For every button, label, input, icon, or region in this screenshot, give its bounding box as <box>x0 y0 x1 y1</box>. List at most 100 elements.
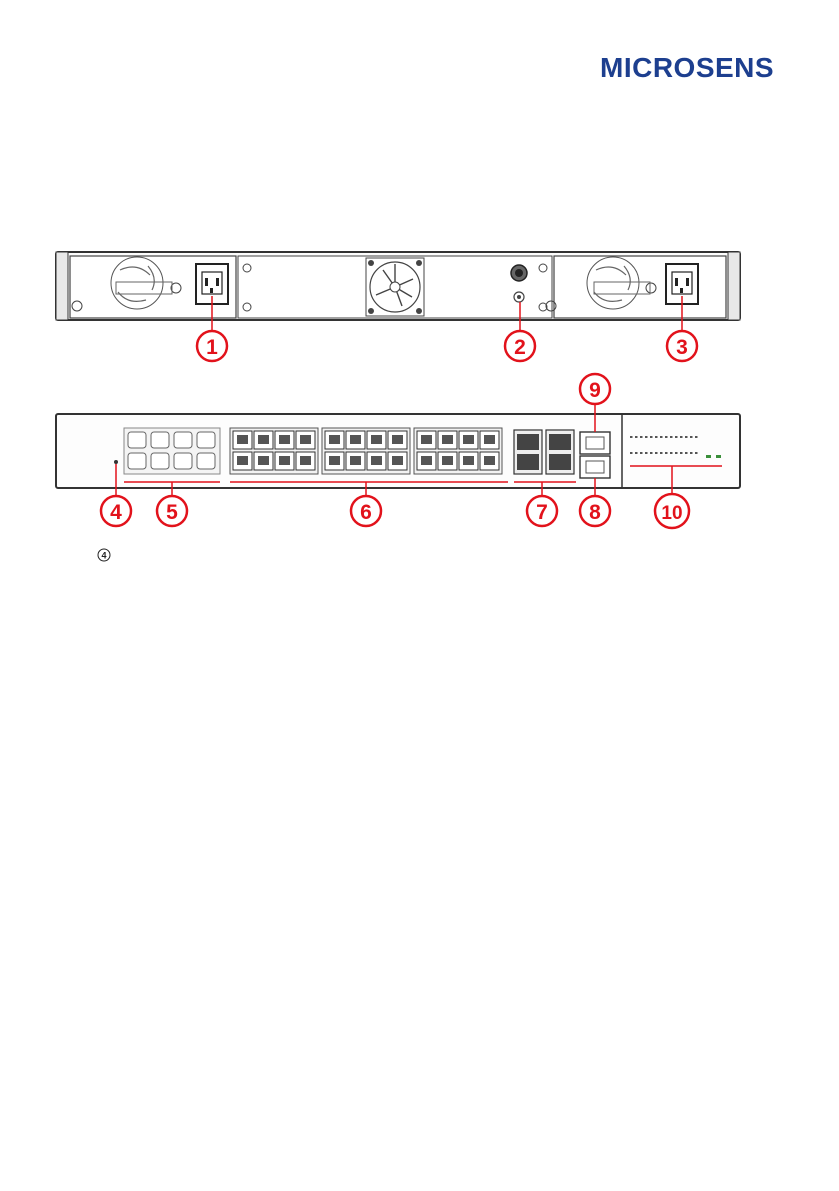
combo-port <box>151 432 169 448</box>
callout-2: 2 <box>505 331 535 361</box>
rj45-port-contacts <box>329 456 340 465</box>
callout-9: 9 <box>580 374 610 404</box>
management-port <box>580 432 610 454</box>
sfp-slot <box>549 434 571 450</box>
led-indicator <box>665 436 668 438</box>
rj45-port-contacts <box>442 456 453 465</box>
psu-module-left <box>70 256 236 318</box>
combo-port <box>151 453 169 469</box>
rj45-port-contacts <box>421 435 432 444</box>
svg-text:6: 6 <box>360 501 372 524</box>
ground-screw <box>514 292 524 302</box>
rj45-port-contacts <box>237 456 248 465</box>
rear-panel: 1 2 3 <box>56 252 740 361</box>
led-indicator <box>695 452 698 454</box>
rj45-port-contacts <box>237 435 248 444</box>
callout-1: 1 <box>197 331 227 361</box>
led-indicator <box>640 436 643 438</box>
led-indicator <box>660 436 663 438</box>
status-led <box>716 455 721 458</box>
svg-text:3: 3 <box>676 336 688 359</box>
front-panel: 9 4 5 6 7 8 10 <box>56 374 740 528</box>
console-port-front <box>580 456 610 478</box>
callout-8: 8 <box>580 496 610 526</box>
rj45-port-contacts <box>258 456 269 465</box>
svg-text:7: 7 <box>536 501 548 524</box>
svg-text:4: 4 <box>110 501 122 524</box>
rj45-port-contacts <box>421 456 432 465</box>
status-led <box>706 455 711 458</box>
psu-module-right <box>546 256 726 318</box>
led-indicator <box>670 436 673 438</box>
svg-text:10: 10 <box>661 503 682 524</box>
led-indicator <box>690 452 693 454</box>
led-indicator <box>650 452 653 454</box>
center-fan <box>238 256 552 318</box>
combo-port <box>128 432 146 448</box>
led-indicator <box>660 452 663 454</box>
callout-6: 6 <box>351 496 381 526</box>
rj45-port-contacts <box>371 456 382 465</box>
led-indicator <box>670 452 673 454</box>
svg-text:4: 4 <box>101 551 106 561</box>
led-indicator <box>695 436 698 438</box>
callout-10: 10 <box>655 494 689 528</box>
led-indicator <box>690 436 693 438</box>
sfp-slot <box>517 454 539 470</box>
led-indicator <box>680 436 683 438</box>
rj45-port-contacts <box>329 435 340 444</box>
led-indicator <box>665 452 668 454</box>
rj45-port-contacts <box>484 435 495 444</box>
led-indicator <box>635 452 638 454</box>
inline-callout-4: 4 <box>97 548 111 562</box>
led-indicator <box>645 452 648 454</box>
sfp-slot <box>517 434 539 450</box>
rj45-port-contacts <box>371 435 382 444</box>
led-indicator <box>640 452 643 454</box>
console-port-rear <box>511 265 527 281</box>
callout-3: 3 <box>667 331 697 361</box>
led-indicator <box>675 436 678 438</box>
combo-port <box>197 453 215 469</box>
led-indicator <box>645 436 648 438</box>
combo-port-group <box>124 428 220 474</box>
svg-text:2: 2 <box>514 336 526 359</box>
combo-port <box>197 432 215 448</box>
rj45-port-contacts <box>279 435 290 444</box>
led-indicator <box>635 436 638 438</box>
callout-5: 5 <box>157 496 187 526</box>
reset-button <box>114 460 118 464</box>
rj45-port-contacts <box>279 456 290 465</box>
led-indicator <box>680 452 683 454</box>
rj45-port-contacts <box>392 456 403 465</box>
combo-port <box>174 432 192 448</box>
combo-port <box>174 453 192 469</box>
led-indicator <box>655 436 658 438</box>
rj45-port-contacts <box>442 435 453 444</box>
rj45-port-contacts <box>350 456 361 465</box>
led-indicator <box>630 452 633 454</box>
rj45-port-contacts <box>350 435 361 444</box>
rj45-port-group <box>230 428 502 474</box>
rj45-port-contacts <box>463 435 474 444</box>
led-indicator <box>655 452 658 454</box>
rj45-port-contacts <box>300 456 311 465</box>
rj45-port-contacts <box>392 435 403 444</box>
combo-port <box>128 453 146 469</box>
led-indicator <box>685 452 688 454</box>
callout-7: 7 <box>527 496 557 526</box>
svg-text:8: 8 <box>589 501 601 524</box>
svg-text:1: 1 <box>206 336 218 359</box>
callout-4: 4 <box>101 496 131 526</box>
rj45-port-contacts <box>484 456 495 465</box>
led-indicator <box>650 436 653 438</box>
rj45-port-contacts <box>463 456 474 465</box>
sfp-slot <box>549 454 571 470</box>
led-indicator <box>685 436 688 438</box>
led-indicator <box>630 436 633 438</box>
svg-text:9: 9 <box>589 379 601 402</box>
svg-text:5: 5 <box>166 501 178 524</box>
rj45-port-contacts <box>300 435 311 444</box>
rj45-port-contacts <box>258 435 269 444</box>
